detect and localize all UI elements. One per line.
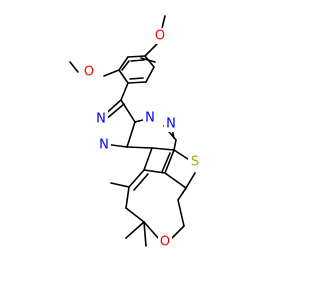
bond bbox=[151, 147, 175, 151]
bond bbox=[145, 66, 155, 83]
bond bbox=[126, 121, 136, 148]
molecule-structure: O O N N N N S O bbox=[69, 15, 202, 250]
bond bbox=[143, 169, 166, 174]
bond bbox=[143, 221, 147, 247]
bond bbox=[125, 186, 130, 209]
bond bbox=[120, 82, 129, 101]
atom-label-oxygen: O bbox=[155, 29, 165, 44]
bond bbox=[143, 147, 153, 171]
atom-label-oxygen: O bbox=[160, 235, 170, 250]
bond bbox=[120, 99, 136, 123]
bond bbox=[128, 169, 145, 188]
bond bbox=[129, 77, 144, 80]
bond bbox=[144, 43, 158, 57]
bond bbox=[164, 149, 175, 174]
bond bbox=[69, 61, 79, 73]
bond bbox=[127, 81, 147, 84]
bond bbox=[169, 225, 185, 241]
atom-label-oxygen: O bbox=[84, 65, 94, 80]
bond bbox=[161, 152, 171, 173]
atom-label-nitrogen: N bbox=[166, 117, 176, 132]
bond bbox=[143, 221, 160, 240]
bond bbox=[144, 55, 155, 68]
atom-label-sulfur: S bbox=[191, 155, 199, 170]
structure-canvas: O O N N N N S O bbox=[69, 15, 202, 250]
bond bbox=[104, 103, 125, 121]
bond bbox=[162, 15, 166, 25]
bond bbox=[185, 172, 196, 189]
bond bbox=[177, 187, 187, 201]
atom-labels: O O N N N N S O bbox=[82, 28, 202, 250]
bond bbox=[133, 173, 149, 191]
atom-label-nitrogen: N bbox=[99, 138, 109, 153]
bond bbox=[118, 56, 129, 71]
bond bbox=[121, 60, 130, 71]
bond bbox=[110, 182, 130, 188]
bond bbox=[126, 146, 153, 149]
bond bbox=[118, 69, 129, 84]
bond bbox=[173, 139, 177, 151]
bond bbox=[177, 199, 185, 227]
atom-label-nitrogen: N bbox=[145, 111, 155, 126]
bond bbox=[130, 59, 145, 62]
bond bbox=[127, 55, 146, 58]
atom-label-nitrogen: N bbox=[96, 112, 106, 127]
bond bbox=[164, 172, 187, 189]
bond bbox=[103, 69, 120, 77]
bond bbox=[125, 221, 145, 239]
bond bbox=[125, 207, 145, 223]
